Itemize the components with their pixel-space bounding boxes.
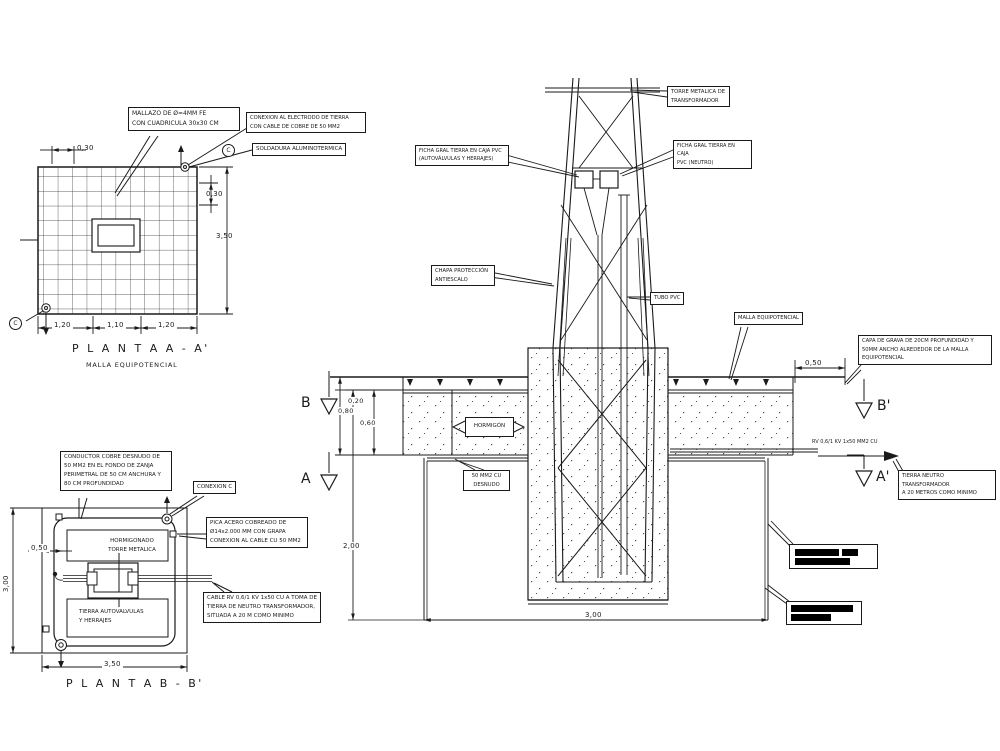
- hormigon-callout-wings: [451, 420, 526, 434]
- dim-s-slab: 0,60: [358, 419, 378, 427]
- capa-grava-label: CAPA DE GRAVA DE 20CM PROFUNDIDAD Y 50MM…: [858, 335, 992, 365]
- section-leaders: [454, 89, 904, 605]
- section-marker-b: B: [301, 395, 311, 411]
- ficha-neutro-label: FICHA GRAL TIERRA EN CAJA PVC (NEUTRO): [673, 140, 752, 169]
- section-marker-b-prime: B': [877, 398, 891, 414]
- section-ground: [330, 376, 845, 621]
- conexion-electrodo-label: CONEXION AL ELECTRODO DE TIERRA CON CABL…: [246, 112, 366, 134]
- dim-b-bottom: 3,50: [102, 660, 123, 668]
- tubo-pvc-label: TUBO PVC: [650, 292, 685, 305]
- dim-s-depth: 2,00: [341, 542, 362, 550]
- malla-equipotencial-label: MALLA EQUIPOTENCIAL: [734, 312, 803, 325]
- dim-s-margin: 0,50: [803, 359, 824, 367]
- dim-a-bottom-left: 1,20: [52, 321, 73, 329]
- redaction-bar: [842, 549, 858, 556]
- hormigon-label: HORMIGÓN: [465, 417, 514, 437]
- hormigonado-text: HORMIGONADO TORRE METALICA: [108, 538, 156, 554]
- plan-b-title: P L A N T A B - B': [66, 677, 204, 690]
- mallazo-label: MALLAZO DE Ø=4MM FE CON CUADRICULA 30x30…: [128, 107, 240, 131]
- soldadura-label: SOLDADURA ALUMINOTERMICA: [252, 143, 347, 157]
- plan-a-grid: [20, 127, 253, 335]
- plan-a-subtitle: MALLA EQUIPOTENCIAL: [86, 361, 178, 369]
- redacted-label-2: [786, 601, 862, 625]
- section-marker-a-prime: A': [876, 469, 890, 485]
- dim-a-bottom-center: 1,10: [105, 321, 126, 329]
- tierra-neutro-label: TIERRA NEUTRO TRANSFORMADOR A 20 METROS …: [898, 470, 996, 500]
- cu-desnudo-label: 50 MM2 CU DESNUDO: [463, 470, 510, 492]
- dim-a-bottom-right: 1,20: [156, 321, 177, 329]
- plan-b-linework: [41, 495, 233, 668]
- dim-s-gravel: 0,20: [346, 397, 366, 405]
- dim-a-cell-right: 0,30: [206, 190, 223, 198]
- torre-label: TORRE METALICA DE TRANSFORMADOR: [667, 86, 730, 108]
- dim-s-band: 0,80: [336, 407, 356, 415]
- redaction-bar: [795, 549, 839, 556]
- connection-c-symbol: C: [9, 317, 22, 330]
- section-dimensions: [335, 358, 846, 622]
- conductor-label: CONDUCTOR COBRE DESNUDO DE 50 MM2 EN EL …: [60, 451, 172, 492]
- dim-b-offset: 0,50: [29, 544, 50, 552]
- redaction-bar: [795, 558, 850, 565]
- plan-a-title: P L A N T A A - A': [72, 342, 210, 355]
- chapa-label: CHAPA PROTECCIÓN ANTIESCALO: [431, 265, 495, 287]
- dim-a-side-total: 3,50: [216, 232, 233, 240]
- cable-rv-label: CABLE RV 0,6/1 KV 1x50 CU A TOMA DE TIER…: [203, 592, 321, 624]
- ficha-autovalvulas-label: FICHA GRAL TIERRA EN CAJA PVC (AUTOVÁLVU…: [415, 145, 509, 166]
- dim-s-width: 3,00: [583, 611, 604, 619]
- section-cut-markers: [320, 371, 873, 492]
- cable-rv-text: RV 0,6/1 KV 1x50 MM2 CU: [812, 439, 878, 445]
- tierra-autovalvulas-text: TIERRA AUTOVALVULAS Y HERRAJES: [79, 609, 144, 625]
- redaction-bar: [791, 605, 853, 612]
- dim-a-cell-top: 0,30: [77, 144, 94, 152]
- conexion-c-label: CONEXION C: [193, 481, 237, 495]
- section-cable-rv: [670, 448, 899, 461]
- redaction-bar: [791, 614, 831, 621]
- redacted-label-1: [789, 544, 878, 569]
- dim-b-side: 3,00: [2, 575, 10, 592]
- section-tower: [545, 77, 660, 583]
- connection-c-symbol: C: [222, 144, 235, 157]
- pica-label: PICA ACERO COBREADO DE Ø14x2.000 MM CON …: [206, 517, 308, 549]
- section-marker-a: A: [301, 471, 311, 487]
